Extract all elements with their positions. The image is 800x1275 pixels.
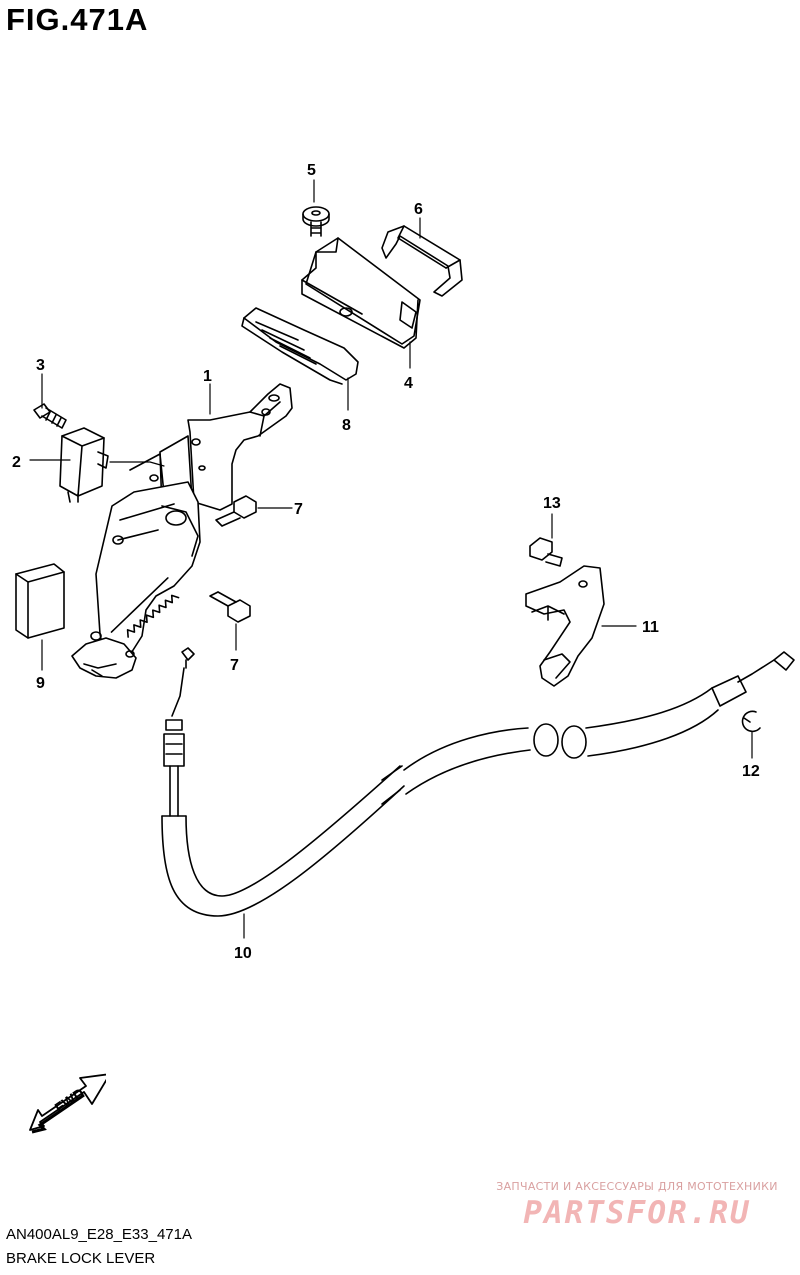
- figure-title: FIG.471A: [6, 2, 149, 37]
- part-10-cable: [161, 647, 795, 917]
- watermark-logo: PARTSFOR.RU: [523, 1195, 751, 1231]
- part-11-bracket: [525, 565, 605, 687]
- callout-13: 13: [543, 495, 561, 512]
- callout-5: 5: [307, 162, 316, 179]
- part-12-clip: [741, 710, 761, 733]
- part-3-bolt: [33, 403, 67, 429]
- callout-2: 2: [12, 454, 21, 471]
- callout-7-lower: 7: [230, 657, 239, 674]
- part-8-grip: [241, 307, 359, 385]
- callout-4: 4: [404, 375, 413, 392]
- part-1-bracket: [71, 383, 293, 679]
- part-4-cover: [301, 237, 421, 349]
- part-13-bolt: [529, 537, 563, 567]
- part-5-screw: [302, 206, 330, 237]
- watermark: ЗАПЧАСТИ И АКСЕССУАРЫ ДЛЯ МОТОТЕХНИКИ PA…: [478, 1180, 796, 1231]
- figure-code: AN400AL9_E28_E33_471A: [6, 1226, 192, 1243]
- callout-8: 8: [342, 417, 351, 434]
- callout-11: 11: [642, 619, 659, 636]
- part-2-switch: [59, 427, 109, 503]
- fwd-arrow-icon: FWD: [29, 1073, 106, 1134]
- callout-12: 12: [742, 763, 760, 780]
- callout-1: 1: [203, 368, 212, 385]
- figure-name: BRAKE LOCK LEVER: [6, 1250, 156, 1267]
- part-7-bolt-upper: [215, 495, 257, 527]
- leader-lines: [29, 179, 753, 939]
- callout-9: 9: [36, 675, 45, 692]
- watermark-tagline: ЗАПЧАСТИ И АКСЕССУАРЫ ДЛЯ МОТОТЕХНИКИ: [496, 1180, 778, 1193]
- part-9-pad: [15, 563, 65, 639]
- callout-6: 6: [414, 201, 423, 218]
- callout-7-upper: 7: [294, 501, 303, 518]
- part-7-bolt-lower: [209, 591, 251, 623]
- callout-3: 3: [36, 357, 45, 374]
- callout-10: 10: [234, 945, 252, 962]
- part-6-clip: [381, 225, 463, 297]
